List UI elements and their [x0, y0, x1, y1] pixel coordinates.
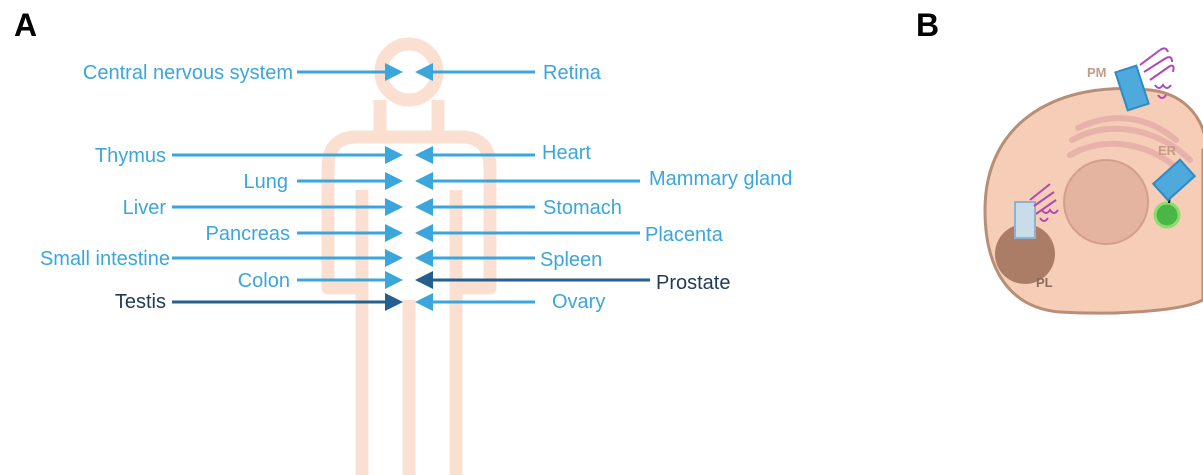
nucleus — [1064, 160, 1148, 244]
green-vesicle — [1155, 203, 1179, 227]
label-retina: Retina — [543, 62, 602, 84]
label-spleen: Spleen — [540, 249, 602, 271]
label-mammary-gland: Mammary gland — [649, 168, 792, 190]
label-lung: Lung — [244, 171, 289, 193]
label-testis: Testis — [115, 291, 166, 313]
label-stomach: Stomach — [543, 197, 622, 219]
panel-a-letter: A — [14, 7, 37, 43]
label-thymus: Thymus — [95, 145, 166, 167]
label-pm: PM — [1087, 65, 1107, 80]
cell-diagram: PM ER PL — [985, 48, 1203, 313]
label-central-nervous-system: Central nervous system — [83, 62, 293, 84]
label-placenta: Placenta — [645, 224, 724, 246]
label-pancreas: Pancreas — [206, 223, 291, 245]
panel-b-letter: B — [916, 7, 939, 43]
label-prostate: Prostate — [656, 272, 730, 294]
label-small-intestine: Small intestine — [40, 248, 170, 270]
pl-protein-box — [1015, 202, 1035, 238]
label-heart: Heart — [542, 142, 591, 164]
label-ovary: Ovary — [552, 291, 605, 313]
torso-arms-outline — [328, 137, 490, 288]
label-er: ER — [1158, 143, 1177, 158]
label-pl: PL — [1036, 275, 1053, 290]
label-colon: Colon — [238, 270, 290, 292]
label-liver: Liver — [123, 197, 167, 219]
